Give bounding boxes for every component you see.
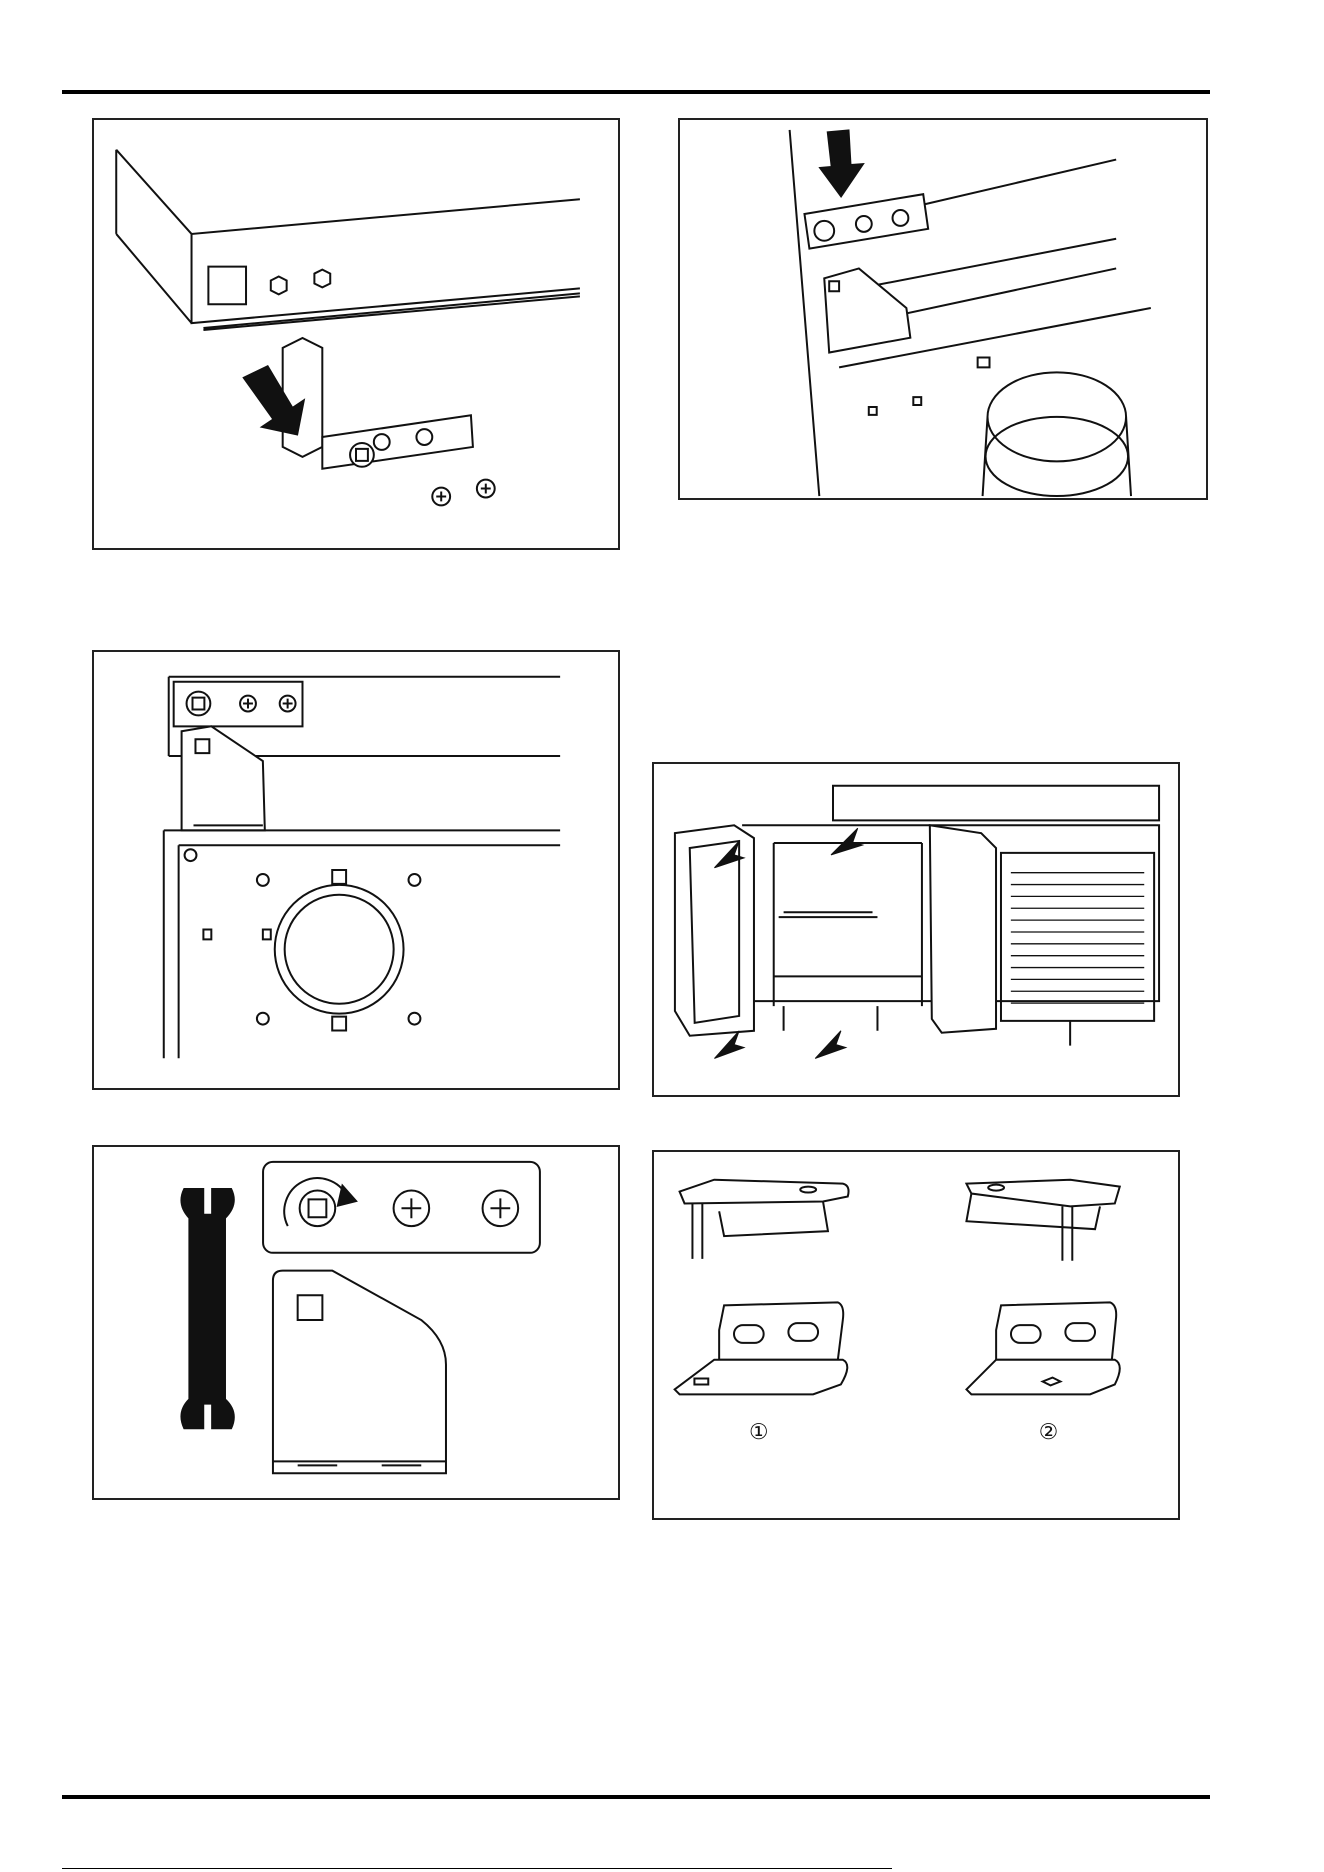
header-rule [62,90,1210,94]
screw-icon [477,480,495,498]
fig-remove-hinge-bar [92,118,620,550]
arrow-icon [815,1031,846,1059]
arrow-icon [714,1031,744,1059]
bracket-top-right [966,1180,1119,1261]
fig-hinge-plate-detail [92,650,620,1090]
wrench-icon [181,1189,234,1429]
drawer-slats [1011,873,1144,1003]
fig-cabinet-open-doors [652,762,1180,1097]
callout-1: ① [749,1420,769,1445]
fig-wrench-and-bracket [92,1145,620,1500]
fig-insert-hinge-top [678,118,1208,500]
arrow-icon [831,828,863,855]
cabinet-illustration [654,764,1178,1095]
footer-rule [62,1795,1210,1799]
screw-icon [483,1191,519,1227]
bracket-bottom-left [675,1302,848,1394]
hinge-bar-illustration [94,120,618,548]
brackets-illustration: ① ② [654,1152,1178,1518]
arrow-icon [819,130,864,197]
bracket-bottom-right [966,1302,1119,1394]
callout-2: ② [1039,1420,1059,1445]
hinge-plate-illustration [94,652,618,1088]
bracket-top-left [680,1180,849,1259]
footer-thin-rule [62,1868,892,1869]
screw-icon [432,488,450,506]
screw-icon [394,1191,430,1227]
fig-hinge-brackets-types: ① ② [652,1150,1180,1520]
wrench-illustration [94,1147,618,1498]
hinge-top-illustration [680,120,1206,498]
